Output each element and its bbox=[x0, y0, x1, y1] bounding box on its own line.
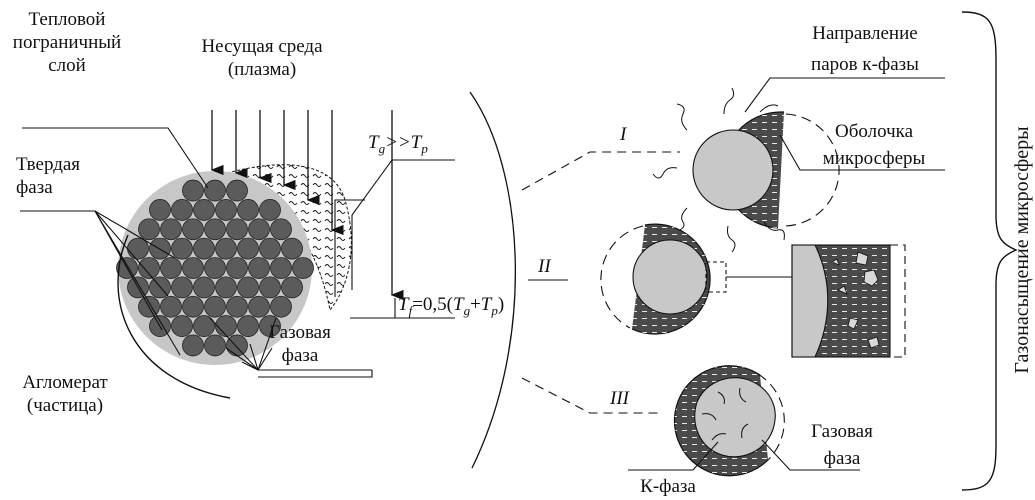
solid-particle bbox=[149, 199, 171, 221]
agglomerate-outline-arc bbox=[117, 234, 231, 399]
right-brace-icon bbox=[961, 11, 1018, 491]
solid-particle bbox=[226, 179, 248, 202]
agglomerate-label: (частица) bbox=[27, 395, 103, 416]
shell-label: микросферы bbox=[823, 148, 926, 169]
solid-phase-label: фаза bbox=[16, 177, 53, 198]
solid-particle bbox=[237, 199, 259, 221]
solid-particle bbox=[281, 276, 303, 299]
gas-phase-left-label: Газовая bbox=[269, 322, 331, 343]
tf-formula: Tf=0,5(Tg+Tp) bbox=[398, 294, 504, 318]
tg-formula: Tg>>Tp bbox=[368, 132, 428, 156]
microsphere-1 bbox=[652, 87, 840, 253]
thermal-layer-label: слой bbox=[48, 55, 86, 76]
solid-particle bbox=[226, 334, 248, 357]
solid-particle bbox=[171, 199, 193, 221]
solid-particle bbox=[171, 237, 193, 260]
k-phase-label: К-фаза bbox=[640, 476, 696, 497]
solid-particle bbox=[270, 218, 292, 241]
solid-particle bbox=[259, 276, 281, 299]
carrier-arrows bbox=[210, 110, 404, 301]
solid-particle bbox=[193, 199, 215, 221]
solid-phase-label: Твердая bbox=[16, 154, 80, 175]
solid-particle bbox=[237, 276, 259, 299]
solid-particle bbox=[160, 218, 182, 241]
solid-particle bbox=[193, 237, 215, 260]
solid-particle bbox=[270, 295, 292, 318]
solid-particle bbox=[138, 218, 160, 241]
solid-particle bbox=[127, 237, 149, 260]
solid-particle bbox=[204, 218, 226, 241]
vapor-direction-label: паров к-фазы bbox=[811, 54, 919, 75]
solid-particle bbox=[204, 257, 226, 279]
stage-label-1: I bbox=[619, 124, 628, 145]
connectors bbox=[521, 151, 680, 414]
gas-phase-left-label: фаза bbox=[282, 345, 319, 366]
left-labels: Тепловой пограничный слой Несущая среда … bbox=[13, 9, 504, 416]
vapor-wisps bbox=[652, 87, 785, 253]
solid-particle bbox=[215, 276, 237, 299]
solid-particle bbox=[171, 276, 193, 299]
gas-phase-right-label: фаза bbox=[824, 448, 861, 469]
solid-particle bbox=[226, 257, 248, 279]
solid-particle bbox=[171, 315, 193, 337]
microsphere-2 bbox=[600, 223, 792, 335]
solid-particle bbox=[226, 295, 248, 318]
thermal-layer-label: Тепловой bbox=[29, 9, 106, 30]
shell-label: Оболочка bbox=[835, 121, 914, 142]
solid-particle bbox=[237, 237, 259, 260]
solid-particle bbox=[248, 218, 270, 241]
solid-particle bbox=[215, 199, 237, 221]
solid-particle bbox=[193, 276, 215, 299]
solid-particle bbox=[182, 218, 204, 241]
solid-particle bbox=[204, 179, 226, 202]
gas-phase-right-label: Газовая bbox=[811, 421, 873, 442]
solid-particle bbox=[160, 295, 182, 318]
side-title: Газонасыщение микросферы bbox=[1011, 126, 1033, 373]
vapor-direction-label: Направление bbox=[812, 23, 917, 44]
solid-particle bbox=[270, 257, 292, 279]
right-leader-lines bbox=[628, 77, 945, 471]
solid-particle bbox=[292, 257, 314, 279]
solid-particle bbox=[182, 257, 204, 279]
solid-particle bbox=[259, 199, 281, 221]
solid-particle bbox=[215, 237, 237, 260]
agglomerate-label: Агломерат bbox=[22, 372, 108, 393]
solid-particle bbox=[138, 257, 160, 279]
solid-particle bbox=[193, 315, 215, 337]
solid-particle bbox=[248, 257, 270, 279]
solid-particle bbox=[237, 315, 259, 337]
stage-label-3: III bbox=[609, 388, 631, 409]
carrier-medium-label: Несущая среда bbox=[201, 36, 323, 57]
solid-particle bbox=[281, 237, 303, 260]
solid-particle bbox=[259, 237, 281, 260]
solid-particle bbox=[248, 295, 270, 318]
magnified-shell bbox=[791, 244, 906, 358]
microsphere-3 bbox=[673, 365, 785, 477]
solid-particle bbox=[182, 295, 204, 318]
divider-arc bbox=[469, 91, 517, 469]
stage-label-2: II bbox=[537, 256, 552, 277]
solid-particle bbox=[204, 295, 226, 318]
right-labels: Направление паров к-фазы Оболочка микрос… bbox=[640, 23, 925, 497]
left-leader-lines bbox=[20, 127, 455, 378]
solid-particle bbox=[160, 257, 182, 279]
solid-particle bbox=[215, 315, 237, 337]
solid-particle bbox=[182, 179, 204, 202]
thermal-layer-label: пограничный bbox=[13, 32, 121, 53]
solid-particle bbox=[204, 334, 226, 357]
solid-particle bbox=[226, 218, 248, 241]
carrier-medium-label: (плазма) bbox=[228, 59, 296, 80]
solid-particle bbox=[182, 334, 204, 357]
